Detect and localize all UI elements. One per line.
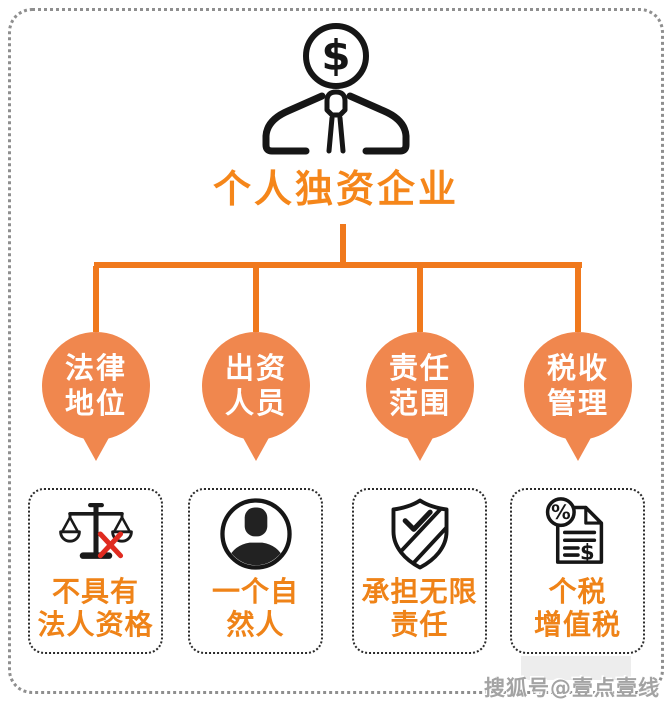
topic-line: 地位 [64, 386, 127, 420]
watermark: 搜狐号@壹点壹线 [484, 676, 660, 700]
detail-text: 一个自 然人 [212, 575, 299, 641]
topic-bubble: 出资 人员 [202, 332, 310, 440]
detail-text: 个税 增值税 [534, 575, 621, 641]
detail-line: 增值税 [533, 608, 621, 641]
detail-line: 承担无限 [361, 575, 478, 608]
branch-column-taxation: 税收 管理 $ % 个税 增值税 [510, 332, 646, 662]
detail-text: 承担无限 责任 [361, 575, 477, 641]
connector-drop [93, 266, 99, 332]
topic-line: 出资 [224, 351, 287, 385]
detail-card: 承担无限 责任 [352, 488, 487, 654]
topic-line: 人员 [224, 386, 287, 420]
detail-card: 一个自 然人 [188, 488, 323, 654]
topic-bubble: 税收 管理 [524, 332, 632, 440]
bubble-tail [563, 434, 593, 461]
connector-drop [575, 266, 581, 332]
detail-card: 不具有 法人资格 [28, 488, 163, 654]
businessman-dollar-icon: $ [262, 23, 410, 155]
percent-glyph: % [551, 501, 571, 524]
detail-line: 法人资格 [37, 608, 154, 641]
topic-line: 范围 [388, 386, 451, 420]
watermark-background [521, 656, 631, 680]
topic-line: 税收 [546, 351, 609, 385]
detail-line: 个税 [548, 575, 607, 608]
detail-line: 不具有 [51, 575, 139, 608]
branch-column-legal-status: 法律 地位 [28, 332, 164, 662]
bubble-tail [81, 434, 111, 461]
branch-column-liability: 责任 范围 承担无 [352, 332, 488, 662]
detail-line: 然人 [226, 608, 285, 641]
page-title: 个人独资企业 [212, 167, 459, 211]
detail-line: 一个自 [211, 575, 299, 608]
bubble-tail [241, 434, 271, 461]
shield-check-icon [391, 498, 448, 570]
dollar-glyph: $ [321, 31, 350, 80]
branch-column-investors: 出资 人员 一个自 然人 [188, 332, 324, 662]
detail-text: 不具有 法人资格 [37, 575, 153, 641]
connector-horizontal [94, 262, 582, 268]
scales-crossed-icon [58, 502, 133, 559]
connector-stub [340, 224, 346, 266]
detail-card: $ % 个税 增值税 [510, 488, 645, 654]
connector-drop [417, 266, 423, 332]
topic-line: 管理 [546, 386, 609, 420]
detail-line: 责任 [390, 608, 449, 641]
connector-drop [253, 266, 259, 332]
bubble-tail [405, 434, 435, 461]
topic-bubble: 法律 地位 [42, 332, 150, 440]
dollar-glyph: $ [580, 540, 595, 565]
topic-bubble: 责任 范围 [366, 332, 474, 440]
tax-document-icon: $ % [545, 497, 603, 565]
topic-line: 法律 [64, 351, 127, 385]
topic-line: 责任 [388, 351, 451, 385]
person-silhouette-icon [219, 498, 292, 570]
